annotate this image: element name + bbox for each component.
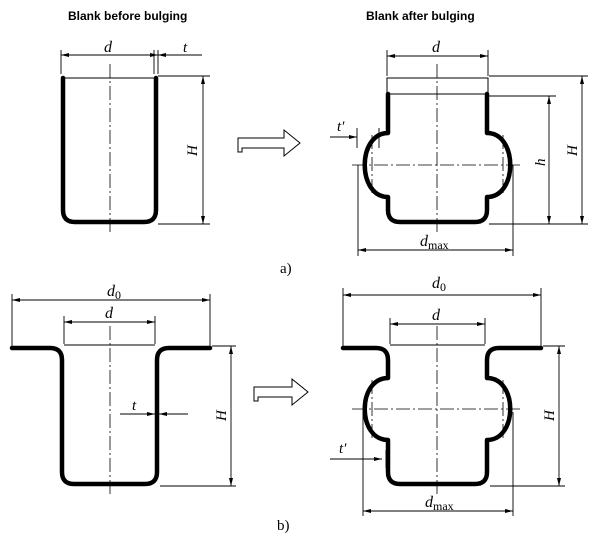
fig-a-after-dmax-label: dmax [420,233,449,252]
fig-b-before-d0-arrow-right [202,298,210,302]
fig-b-before-H-arrow-top [229,346,233,354]
fig-a-before-cup-outline [60,75,159,225]
fig-b-before-d-arrow-right [147,320,155,324]
fig-a-caption: a) [280,261,292,277]
fig-a-blank-before: d t H [60,39,210,234]
fig-b-before-H-arrow-bottom [229,478,233,486]
fig-b-transition-arrow [253,377,309,407]
fig-b-after-d0-label: d0 [432,275,446,294]
fig-a-before-d-label: d [104,39,113,56]
fig-b-after-dmax-arrow-left [363,509,371,513]
fig-b-after-t-label: t′ [339,441,347,457]
fig-a-after-dmax-base: d [420,233,429,250]
fig-b-caption: b) [277,518,290,534]
fig-b-before-d0-arrow-left [12,298,20,302]
fig-a-after-H-arrow-top [580,76,584,84]
fig-a-after-t-arrow [349,135,357,139]
fig-a-transition-arrow [237,128,301,158]
fig-a-after-dmax-arrow-left [358,248,366,252]
fig-b-before-cup-outline [9,345,213,487]
fig-b-after-d-arrow-right [477,322,485,326]
fig-a-after-rim-band [386,77,489,95]
fig-a-after-cup-outline [362,91,513,225]
fig-b-blank-after: d0 d t′ H dmax [330,275,565,516]
fig-b-before-t-arrow-right [159,412,167,416]
fig-a-blank-after: d t′ h H dmax [330,39,588,256]
fig-b-after-H-arrow-bottom [557,478,561,486]
fig-b-after-H-arrow-top [557,346,561,354]
fig-b-after-d-arrow-left [390,322,398,326]
fig-a-before-H-arrow-bottom [201,216,205,224]
fig-b-after-d0-arrow-left [343,293,351,297]
fig-b-after-d0-sub: 0 [440,280,446,294]
fig-a-before-t-label: t [183,40,188,56]
fig-b-before-t-label: t [132,398,137,414]
fig-b-after-dmax-base: d [425,494,434,511]
fig-b-before-H-label: H [214,409,230,422]
fig-b-after-d0-arrow-right [533,293,541,297]
fig-a-after-d-label: d [432,39,441,56]
fig-b-before-d0-sub: 0 [115,288,121,302]
fig-a-after-dmax-sub: max [428,238,449,252]
fig-a-after-h-label: h [533,159,549,167]
fig-b-after-cup-outline [340,345,544,487]
fig-b-blank-before: d0 d t H [9,283,236,496]
fig-a-before-H-arrow-top [201,76,205,84]
fig-a-after-H-arrow-bottom [580,216,584,224]
fig-b-after-t-arrow [374,457,382,461]
fig-b-after-dmax-label: dmax [425,494,454,513]
fig-a-after-t-label: t′ [337,119,345,135]
fig-b-before-d-label: d [105,305,114,322]
fig-b-after-dmax-sub: max [433,499,454,513]
fig-a-before-d-arrow-left [61,53,69,57]
fig-a-after-dmax-arrow-right [505,248,513,252]
fig-a-before-H-label: H [185,144,201,157]
fig-b-after-d-label: d [432,307,441,324]
fig-a-after-d-arrow-left [387,54,395,58]
fig-a-after-d-arrow-right [480,54,488,58]
fig-b-before-d0-label: d0 [107,283,121,302]
fig-a-after-h-arrow-top [547,96,551,104]
header-before-bulging: Blank before bulging [68,9,188,23]
fig-b-before-d-arrow-left [64,320,72,324]
fig-b-after-dmax-arrow-right [505,509,513,513]
fig-b-after-H-label: H [542,409,558,422]
fig-b-after-d0-base: d [432,275,441,292]
fig-b-before-t-arrow-left [147,412,155,416]
header-after-bulging: Blank after bulging [366,9,475,23]
fig-a-after-H-label: H [565,144,581,157]
fig-b-before-d0-base: d [107,283,116,300]
fig-a-after-h-arrow-bottom [547,216,551,224]
fig-a-before-t-arrow [158,53,166,57]
